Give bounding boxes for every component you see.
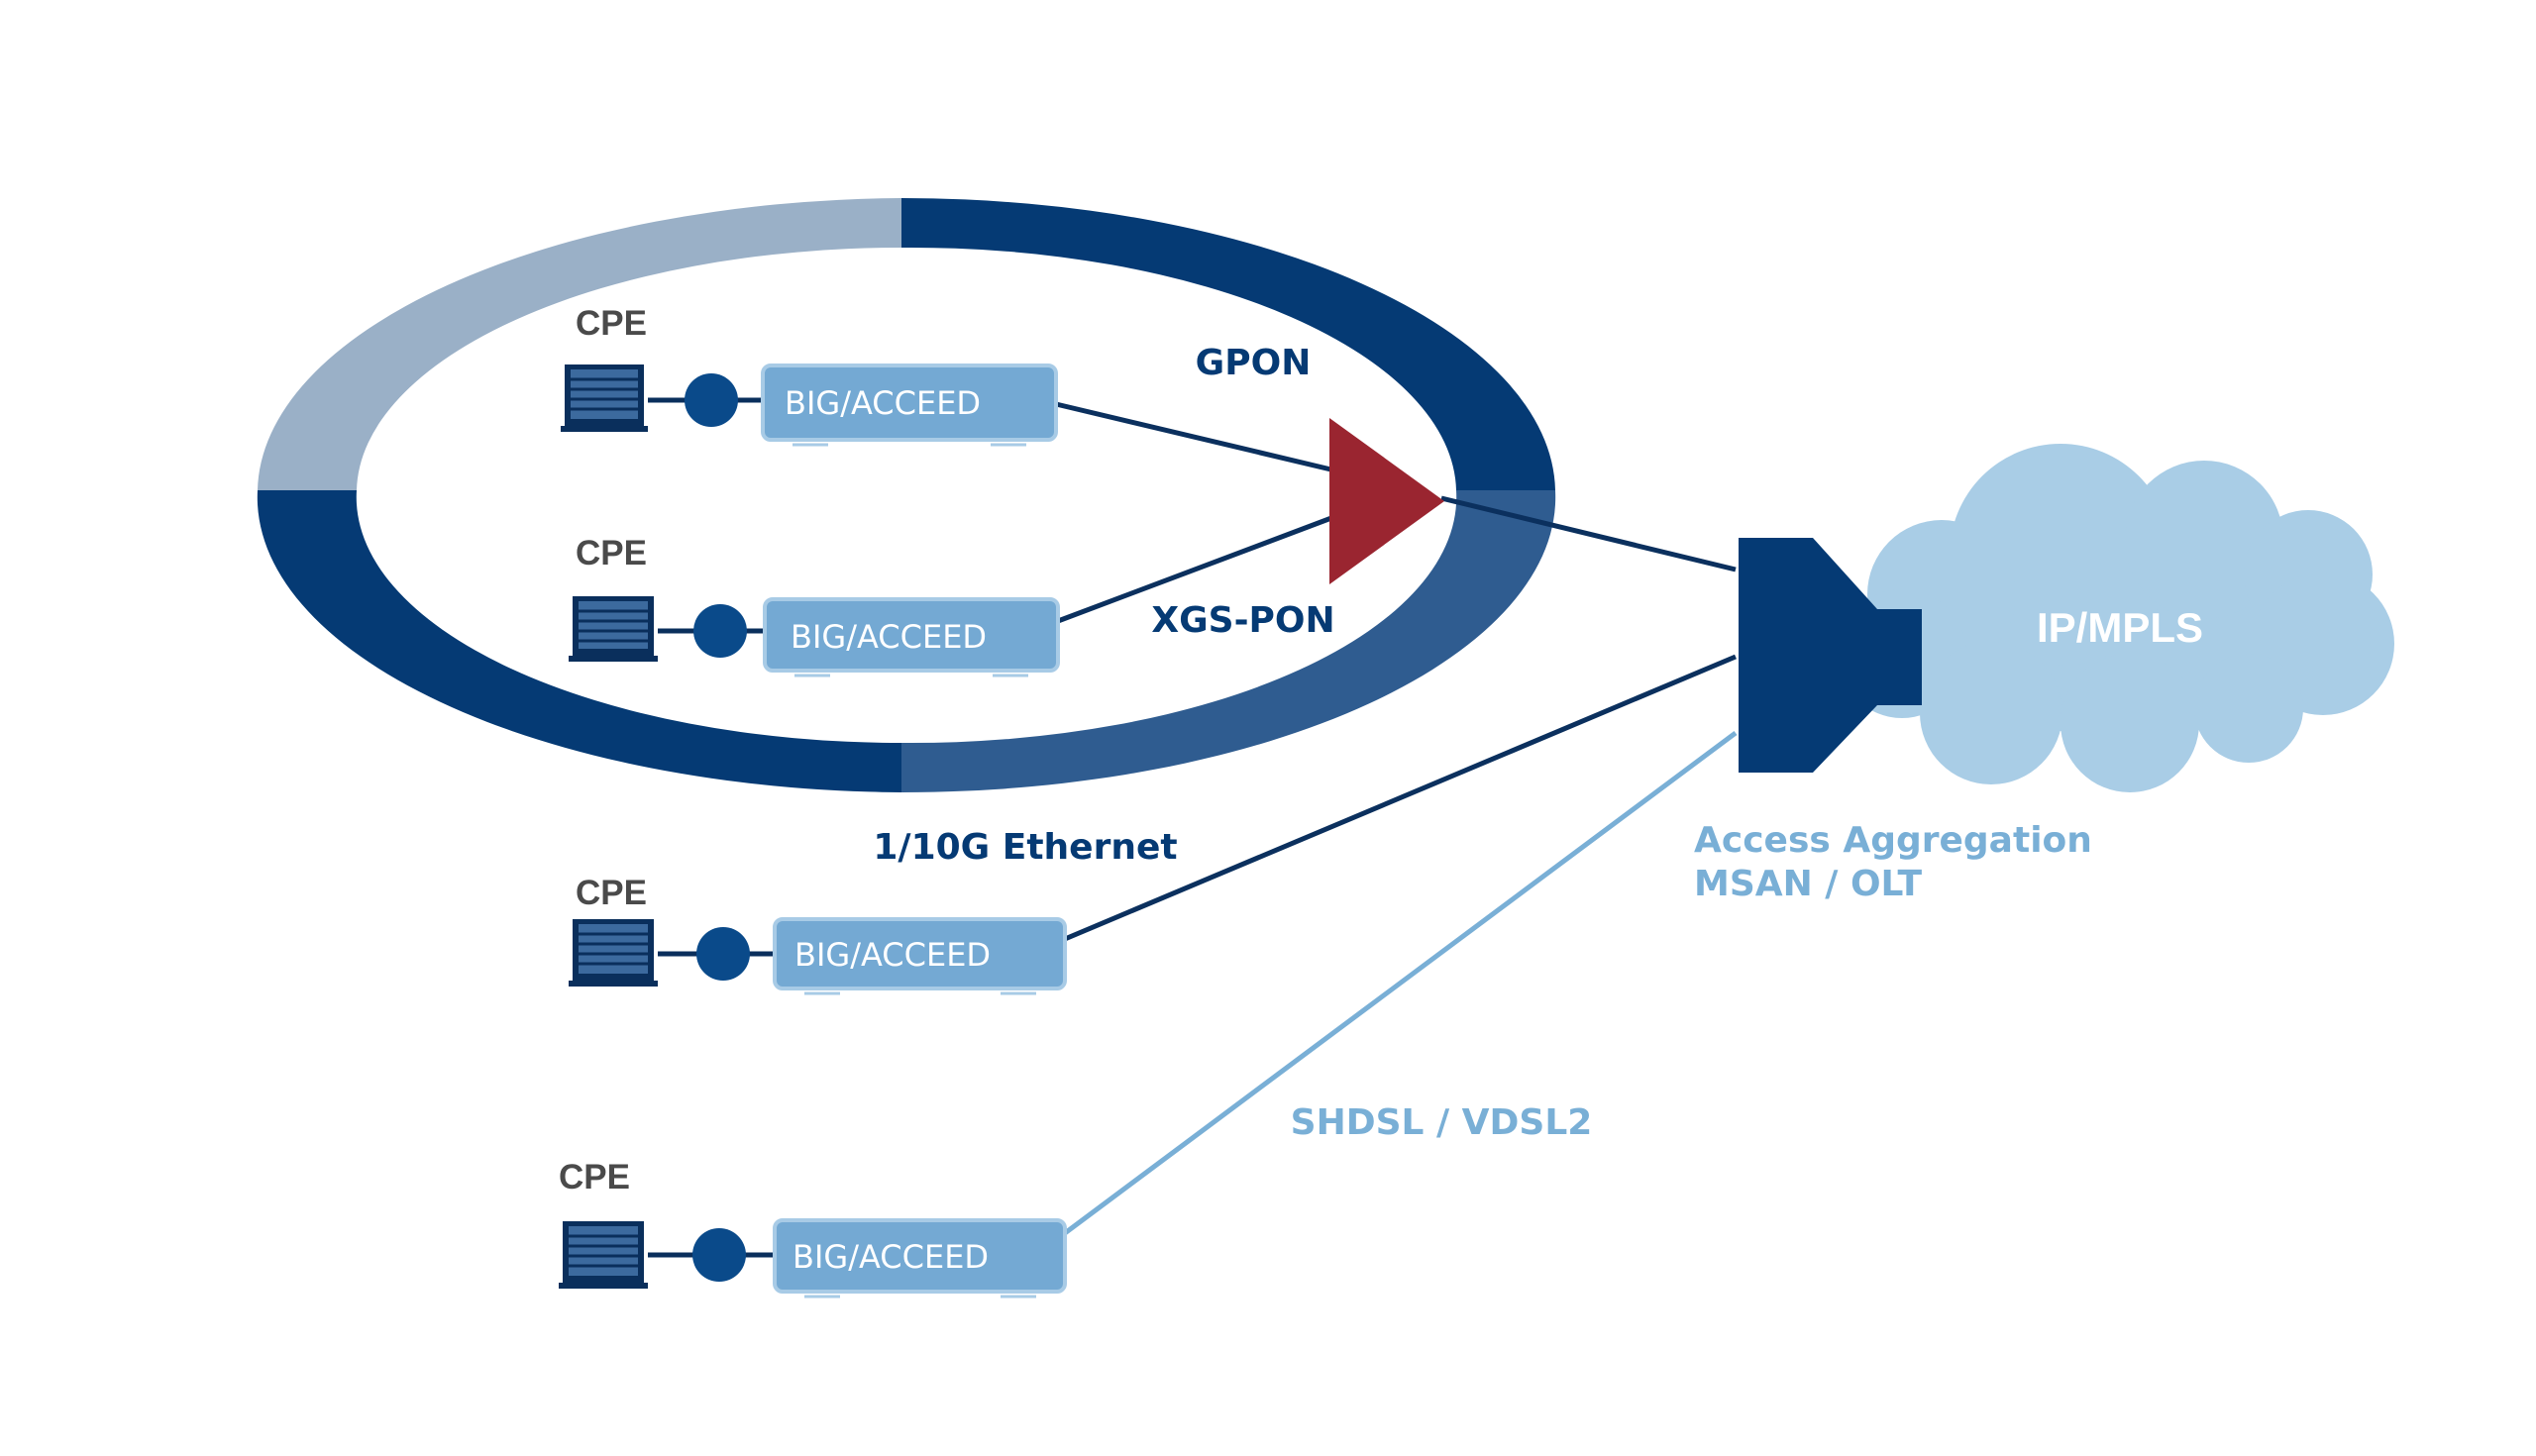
ring-segment-top-left [258,198,901,490]
branch-3: CPE BIG/ACCEED [569,874,1067,995]
port-dot-icon [692,1228,746,1282]
gpon-label: GPON [1196,343,1312,383]
access-device: BIG/ACCEED [773,1218,1067,1299]
cpe-label: CPE [559,1158,630,1196]
splitter-to-olt-link [1440,495,1737,572]
cloud-label: IP/MPLS [2037,604,2203,651]
connections [1055,401,1738,1236]
optical-splitter-icon [1329,418,1444,584]
port-dot-icon [685,373,738,427]
ring [257,198,1556,793]
ip-mpls-cloud-icon [1838,444,2394,792]
device-label: BIG/ACCEED [791,618,987,656]
xgs-pon-link [1057,512,1340,624]
ring-segment-top-right [901,198,1555,490]
ethernet-link [1064,654,1737,942]
ring-segment-bottom-right [901,490,1556,793]
access-device: BIG/ACCEED [773,917,1067,995]
branch-2: CPE BIG/ACCEED [569,534,1060,677]
cpe-icon [569,919,658,987]
access-device: BIG/ACCEED [763,597,1060,677]
gpon-link [1055,401,1340,474]
cpe-icon [561,364,648,432]
cpe-icon [569,596,658,662]
xgs-pon-label: XGS-PON [1151,600,1334,641]
aggregation-label-line2: MSAN / OLT [1694,864,1923,904]
port-dot-icon [696,927,750,981]
shdsl-link [1063,730,1738,1236]
device-label: BIG/ACCEED [792,1238,989,1276]
cpe-label: CPE [576,874,647,912]
branch-4: CPE BIG/ACCEED [559,1158,1067,1299]
ring-segment-bottom-left [257,490,901,792]
access-device: BIG/ACCEED [761,364,1058,447]
ethernet-label: 1/10G Ethernet [873,827,1177,868]
shdsl-vdsl2-label: SHDSL / VDSL2 [1291,1102,1593,1143]
device-label: BIG/ACCEED [794,936,991,974]
port-dot-icon [693,604,747,658]
device-label: BIG/ACCEED [785,384,981,422]
access-aggregation-node-icon [1739,538,1922,773]
cpe-label: CPE [576,304,647,343]
cpe-icon [559,1221,648,1289]
cpe-label: CPE [576,534,647,572]
aggregation-label-line1: Access Aggregation [1694,820,2092,861]
branch-1: CPE BIG/ACCEED [561,304,1058,447]
